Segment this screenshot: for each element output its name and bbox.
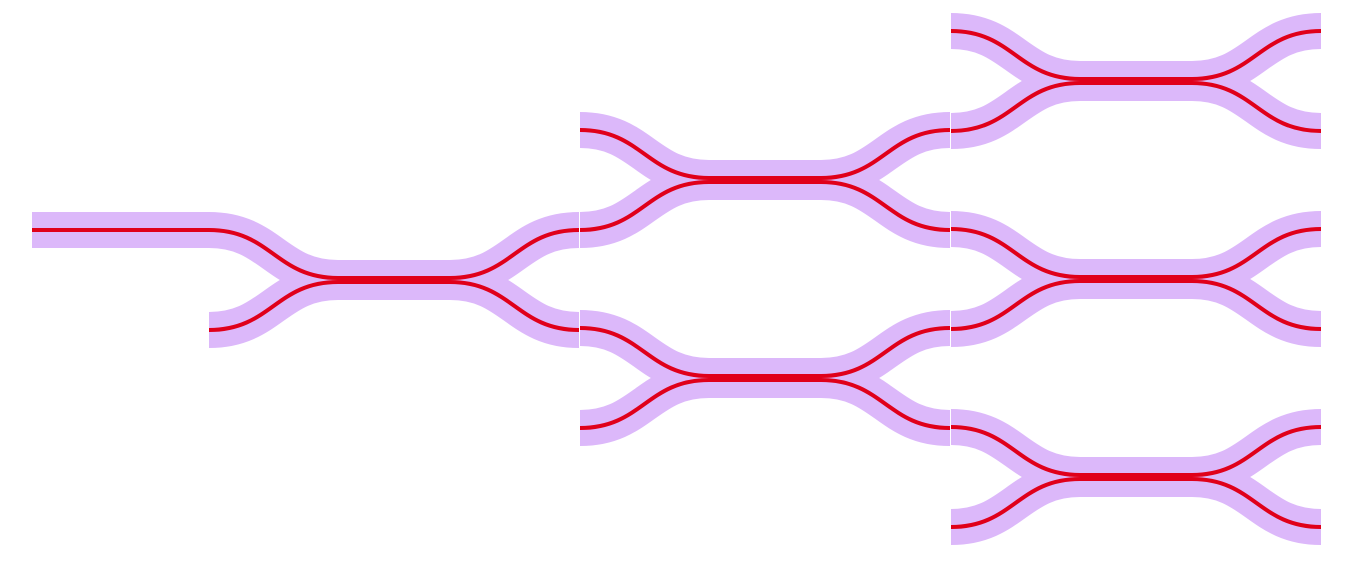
- coupler-stage3-bottom-upper-arm-core: [950, 425, 1322, 477]
- coupler-stage1-lower-arm-cladding: [208, 264, 580, 348]
- coupler-stage2-bottom-lower-arm-cladding: [579, 362, 951, 446]
- coupler-stage2-top-lower-arm-core: [579, 180, 951, 232]
- coupler-stage2-bottom-lower-arm-core: [579, 378, 951, 430]
- coupler-stage2-top-upper-arm-core: [579, 128, 951, 180]
- coupler-stage3-bottom-lower-arm-core: [950, 477, 1322, 529]
- coupler-stage3-middle-upper-arm-core: [950, 227, 1322, 279]
- coupler-stage3-middle-lower-arm-cladding: [950, 263, 1322, 347]
- core-layer: [32, 29, 1322, 529]
- coupler-stage3-top-upper-arm-core: [950, 29, 1322, 81]
- coupler-stage3-bottom-lower-arm-cladding: [950, 461, 1322, 545]
- coupler-stage3-top-lower-arm-core: [950, 81, 1322, 133]
- coupler-stage2-bottom-upper-arm-core: [579, 326, 951, 378]
- coupler-stage2-top-lower-arm-cladding: [579, 164, 951, 248]
- coupler-stage3-middle-lower-arm-core: [950, 279, 1322, 331]
- coupler-stage3-top-lower-arm-cladding: [950, 65, 1322, 149]
- coupler-stage1-lower-arm-core: [208, 280, 580, 332]
- coupler-stage1-upper-arm-core: [208, 228, 580, 280]
